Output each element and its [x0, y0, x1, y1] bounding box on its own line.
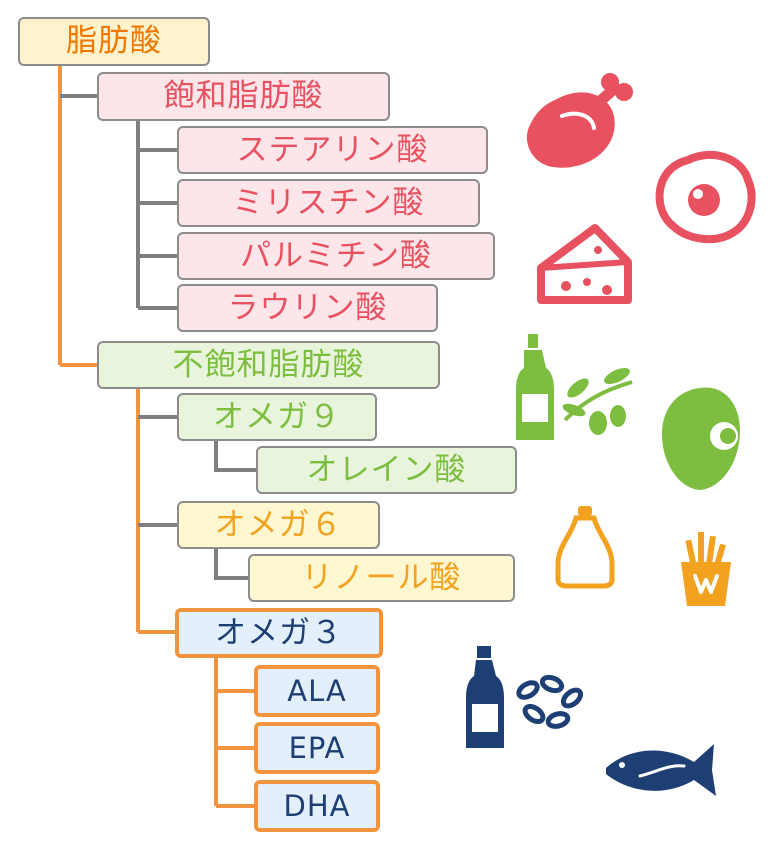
- fish-icon: [606, 744, 716, 796]
- node-lauric-acid: ラウリン酸: [177, 284, 438, 332]
- node-epa: EPA: [254, 722, 380, 774]
- fried-egg-icon: [655, 150, 756, 244]
- cheese-icon: [537, 224, 632, 304]
- node-omega9: オメガ９: [177, 393, 377, 441]
- node-stearic-acid: ステアリン酸: [177, 126, 488, 174]
- node-myristic-acid: ミリスチン酸: [177, 179, 480, 227]
- french-fries-icon: [681, 532, 731, 606]
- node-omega3: オメガ３: [175, 608, 383, 658]
- seeds-icon: [516, 674, 584, 729]
- node-palmitic-acid: パルミチン酸: [177, 232, 495, 280]
- node-ala: ALA: [254, 665, 380, 717]
- avocado-icon: [662, 387, 740, 490]
- dressing-bottle-icon: [555, 506, 615, 589]
- olive-branch-icon: [562, 367, 633, 435]
- node-dha: DHA: [254, 780, 380, 832]
- olive-oil-bottle-icon: [516, 334, 554, 440]
- node-linoleic-acid: リノール酸: [248, 554, 515, 602]
- oil-bottle-icon: [466, 646, 504, 748]
- node-omega6: オメガ６: [177, 501, 380, 549]
- node-oleic-acid: オレイン酸: [256, 446, 517, 494]
- node-saturated-fatty-acid: 飽和脂肪酸: [97, 72, 390, 121]
- node-unsaturated-fatty-acid: 不飽和脂肪酸: [97, 341, 440, 389]
- node-fatty-acid: 脂肪酸: [18, 17, 210, 66]
- chicken-leg-icon: [526, 73, 633, 168]
